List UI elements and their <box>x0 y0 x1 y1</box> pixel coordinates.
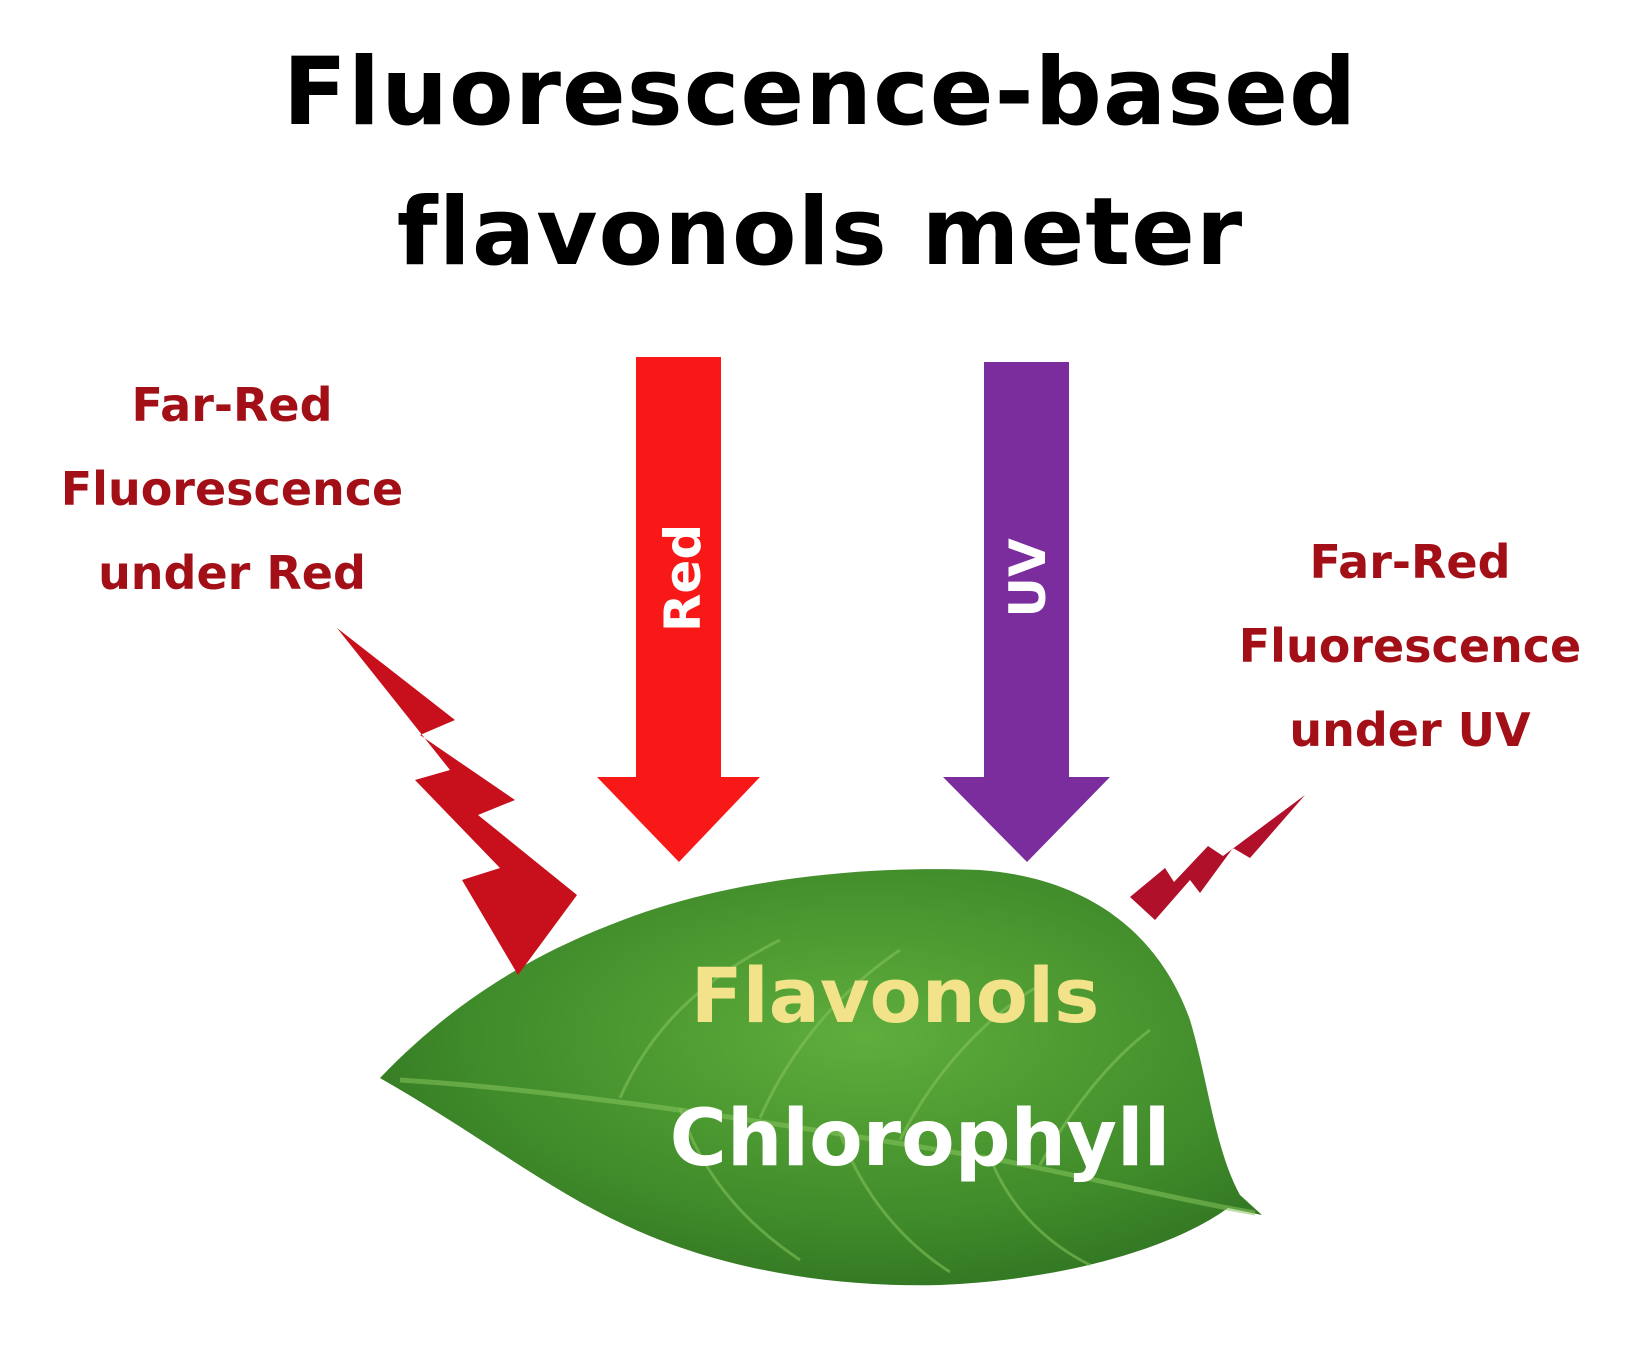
left-fluorescence-label: Far-Red Fluorescence under Red <box>12 363 452 615</box>
leaf-label-chlorophyll: Chlorophyll <box>670 1094 1171 1184</box>
right-fluorescence-bolt <box>1130 795 1305 920</box>
leaf-veins <box>399 938 1256 1274</box>
right-label-line-1: Far-Red <box>1309 535 1511 589</box>
uv-arrow <box>943 362 1110 862</box>
leaf-blade <box>380 869 1262 1286</box>
left-label-line-3: under Red <box>98 546 366 600</box>
title-line-2: flavonols meter <box>396 178 1244 287</box>
leaf <box>380 869 1262 1286</box>
right-fluorescence-label: Far-Red Fluorescence under UV <box>1190 520 1630 772</box>
right-label-line-3: under UV <box>1289 703 1531 757</box>
uv-arrow-label: UV <box>999 538 1057 618</box>
red-arrow-label: Red <box>654 524 712 632</box>
red-arrow <box>597 357 760 862</box>
left-label-line-2: Fluorescence <box>60 462 404 516</box>
left-fluorescence-bolt <box>337 628 577 975</box>
leaf-label-flavonols: Flavonols <box>691 951 1100 1040</box>
right-label-line-2: Fluorescence <box>1238 619 1582 673</box>
title-line-1: Fluorescence-based <box>282 38 1358 147</box>
left-label-line-1: Far-Red <box>131 378 333 432</box>
